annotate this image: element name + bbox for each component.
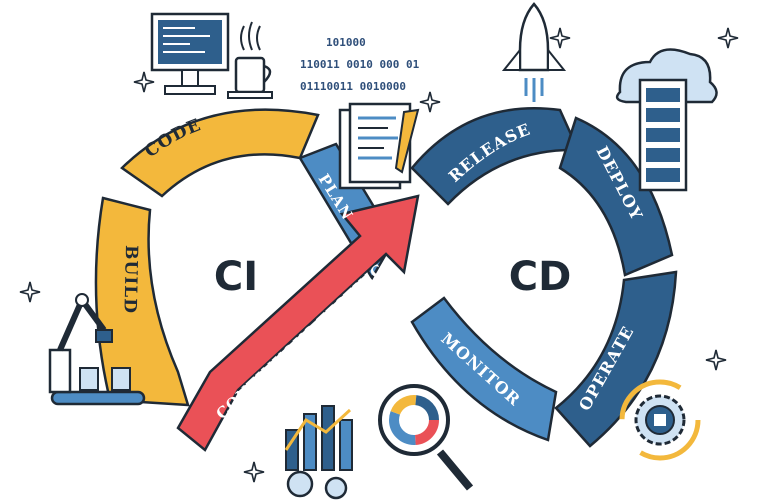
binary-line-3: 01110011 0010000 [300, 80, 406, 93]
rocket-icon [501, 2, 567, 102]
robot-arm-icon [48, 293, 146, 406]
magnifier-pie-icon [378, 384, 474, 491]
gear-cycle-icon [619, 379, 701, 461]
deploy-segment [558, 116, 674, 277]
computer-monitor-icon [150, 12, 230, 95]
document-pencil-icon [338, 102, 420, 190]
release-segment [410, 106, 580, 206]
cd-loop [410, 106, 678, 448]
build-label: BUILD [119, 245, 140, 314]
sparkle-icon [19, 27, 739, 483]
continuous-testing-segment [176, 194, 420, 452]
bar-chart-icon [284, 405, 353, 500]
operate-segment [554, 270, 678, 448]
ci-loop [94, 108, 320, 407]
cloud-server-icon [615, 48, 718, 192]
svg-text:BUILD: BUILD [119, 245, 141, 314]
monitor-segment [410, 296, 558, 442]
build-segment [94, 196, 190, 407]
binary-line-1: 101000 [326, 36, 366, 49]
coffee-cup-icon [227, 21, 273, 99]
cd-label: CD [509, 254, 572, 300]
code-segment [120, 108, 320, 198]
ci-label: CI [214, 254, 258, 300]
binary-line-2: 110011 0010 000 01 [300, 58, 420, 71]
